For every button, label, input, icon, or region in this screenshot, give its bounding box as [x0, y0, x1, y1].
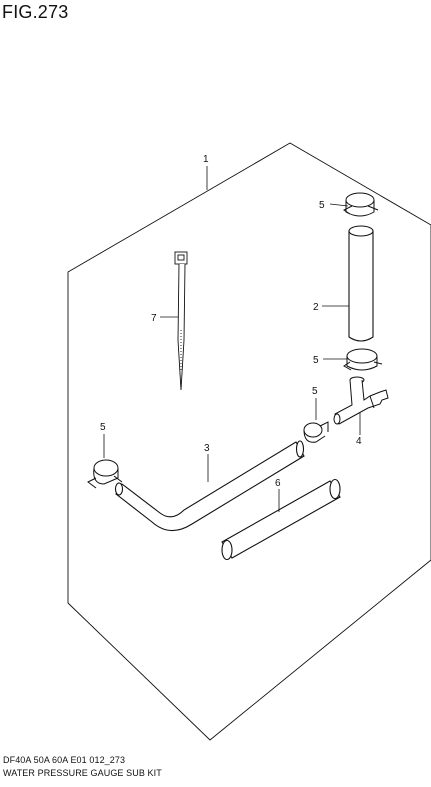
- callout-hose-bent: 3: [204, 443, 210, 454]
- clip-joint-part: [303, 421, 329, 443]
- callout-clip-joint: 5: [312, 386, 318, 397]
- callout-kit: 1: [203, 154, 209, 165]
- tie-part: [174, 251, 188, 391]
- callout-tie: 7: [151, 313, 157, 324]
- callout-clip-left: 5: [100, 422, 106, 433]
- callout-clip-top: 5: [319, 200, 325, 211]
- hose-bent-part: [114, 440, 305, 532]
- kit-outline: [67, 142, 431, 741]
- kit-name: WATER PRESSURE GAUGE SUB KIT: [3, 768, 162, 778]
- figure-title: FIG.273: [2, 2, 69, 22]
- clip-top-part: [343, 192, 379, 217]
- leader-clip-top: [329, 203, 349, 207]
- hose-long-part: [221, 478, 341, 561]
- clip-left-part: [87, 459, 123, 489]
- callout-joint: 4: [356, 436, 362, 447]
- joint-part: [333, 376, 389, 425]
- callout-hose-long: 6: [275, 478, 281, 489]
- clip-mid-part: [343, 348, 383, 371]
- hose-straight-part: [348, 225, 374, 342]
- callout-hose-straight: 2: [313, 302, 319, 313]
- callout-clip-mid: 5: [313, 355, 319, 366]
- model-code: DF40A 50A 60A E01 012_273: [3, 755, 126, 765]
